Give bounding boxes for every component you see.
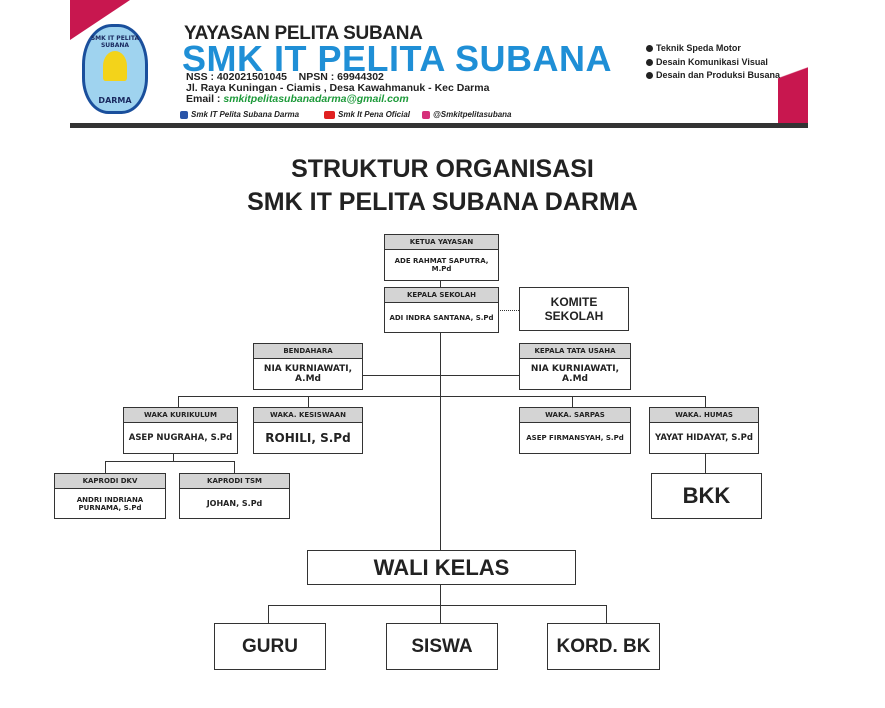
connector-line [308,396,309,407]
connector-line [606,605,607,623]
connector-line [178,396,179,407]
email-label: Email : [186,93,224,105]
facebook-label: Smk IT Pelita Subana Darma [191,110,300,119]
node-waka-kesiswaan: WAKA. KESISWAAN ROHILI, S.Pd [253,407,363,454]
connector-line [440,583,441,623]
node-name: ADI INDRA SANTANA, S.Pd [389,313,494,322]
youtube-label: Smk It Pena Oficial [338,110,411,119]
connector-line [440,331,441,550]
connector-line [705,452,706,473]
node-kepala-sekolah: KEPALA SEKOLAH ADI INDRA SANTANA, S.Pd [384,287,499,333]
connector-line [105,461,235,462]
node-role: BENDAHARA [254,344,362,359]
node-komite-sekolah: KOMITE SEKOLAH [519,287,629,331]
node-role: WAKA. HUMAS [650,408,758,423]
node-waka-kurikulum: WAKA KURIKULUM ASEP NUGRAHA, S.Pd [123,407,238,454]
node-wali-kelas: WALI KELAS [307,550,576,585]
banner-decoration [778,30,808,125]
node-kaprodi-dkv: KAPRODI DKV ANDRI INDRIANA PURNAMA, S.Pd [54,473,166,519]
connector-line [173,452,174,461]
school-address: Jl. Raya Kuningan - Ciamis , Desa Kawahm… [186,82,490,94]
node-role: KETUA YAYASAN [385,235,498,250]
connector-line [705,396,706,407]
node-role: KEPALA TATA USAHA [520,344,630,359]
bullet-icon [646,45,653,53]
connector-line [572,396,573,407]
node-bkk: BKK [651,473,762,519]
connector-line [361,375,519,376]
node-siswa: SISWA [386,623,498,670]
program-label: Desain Komunikasi Visual [656,57,768,67]
school-banner: SMK IT PELITA SUBANA DARMA YAYASAN PELIT… [70,0,808,128]
node-waka-humas: WAKA. HUMAS YAYAT HIDAYAT, S.Pd [649,407,759,454]
school-name: SMK IT PELITA SUBANA [182,38,612,79]
school-ids: NSS : 402021501045 NPSN : 69944302 [186,71,384,83]
connector-dotted [497,310,519,311]
youtube-link[interactable]: Smk It Pena Oficial [324,110,410,119]
connector-line [105,461,106,473]
instagram-icon [422,110,430,119]
node-role: WAKA. KESISWAAN [254,408,362,423]
school-logo: SMK IT PELITA SUBANA DARMA [82,24,148,114]
logo-text: SMK IT PELITA SUBANA [90,35,140,49]
node-role: KAPRODI TSM [180,474,289,489]
connector-line [268,605,269,623]
facebook-icon [180,110,188,119]
logo-text: DARMA [98,96,132,105]
node-role: KEPALA SEKOLAH [385,288,498,303]
school-info: NSS : 402021501045 NPSN : 69944302 Jl. R… [186,72,489,105]
banner-bar [70,123,808,128]
node-role: WAKA. SARPAS [520,408,630,423]
chart-subtitle: SMK IT PELITA SUBANA DARMA [247,188,638,216]
youtube-icon [324,110,335,119]
chart-title: STRUKTUR ORGANISASI [291,155,594,183]
connector-line [440,279,441,288]
program-item: Desain dan Produksi Busana [646,70,780,80]
node-waka-sarpas: WAKA. SARPAS ASEP FIRMANSYAH, S.Pd [519,407,631,454]
instagram-label: @Smkitpelitasubana [433,110,512,119]
node-name: ROHILI, S.Pd [265,431,351,445]
email-link[interactable]: smkitpelitasubanadarma@gmail.com [223,93,409,105]
node-role: KAPRODI DKV [55,474,165,489]
node-name: YAYAT HIDAYAT, S.Pd [655,433,753,443]
node-name: ADE RAHMAT SAPUTRA, M.Pd [394,257,489,273]
node-kord-bk: KORD. BK [547,623,660,670]
node-guru: GURU [214,623,326,670]
node-kepala-tata-usaha: KEPALA TATA USAHA NIA KURNIAWATI, A.Md [519,343,631,390]
connector-line [178,396,705,397]
program-label: Desain dan Produksi Busana [656,70,781,80]
connector-line [234,461,235,473]
node-name: NIA KURNIAWATI, A.Md [530,364,620,384]
program-item: Desain Komunikasi Visual [646,57,768,67]
bullet-icon [646,59,653,67]
node-name: JOHAN, S.Pd [206,499,263,508]
logo-emblem [103,51,127,81]
node-bendahara: BENDAHARA NIA KURNIAWATI, A.Md [253,343,363,390]
connector-line [268,605,607,606]
instagram-link[interactable]: @Smkitpelitasubana [422,110,512,119]
node-name: ANDRI INDRIANA PURNAMA, S.Pd [76,495,144,512]
node-role: WAKA KURIKULUM [124,408,237,423]
program-label: Teknik Speda Motor [656,43,741,53]
program-item: Teknik Speda Motor [646,43,741,53]
foundation-name: YAYASAN PELITA SUBANA [184,23,423,44]
node-ketua-yayasan: KETUA YAYASAN ADE RAHMAT SAPUTRA, M.Pd [384,234,499,281]
node-name: ASEP NUGRAHA, S.Pd [128,433,233,443]
node-name: NIA KURNIAWATI, A.Md [263,364,353,384]
bullet-icon [646,72,653,80]
node-kaprodi-tsm: KAPRODI TSM JOHAN, S.Pd [179,473,290,519]
facebook-link[interactable]: Smk IT Pelita Subana Darma [180,110,299,119]
node-name: ASEP FIRMANSYAH, S.Pd [526,434,624,442]
